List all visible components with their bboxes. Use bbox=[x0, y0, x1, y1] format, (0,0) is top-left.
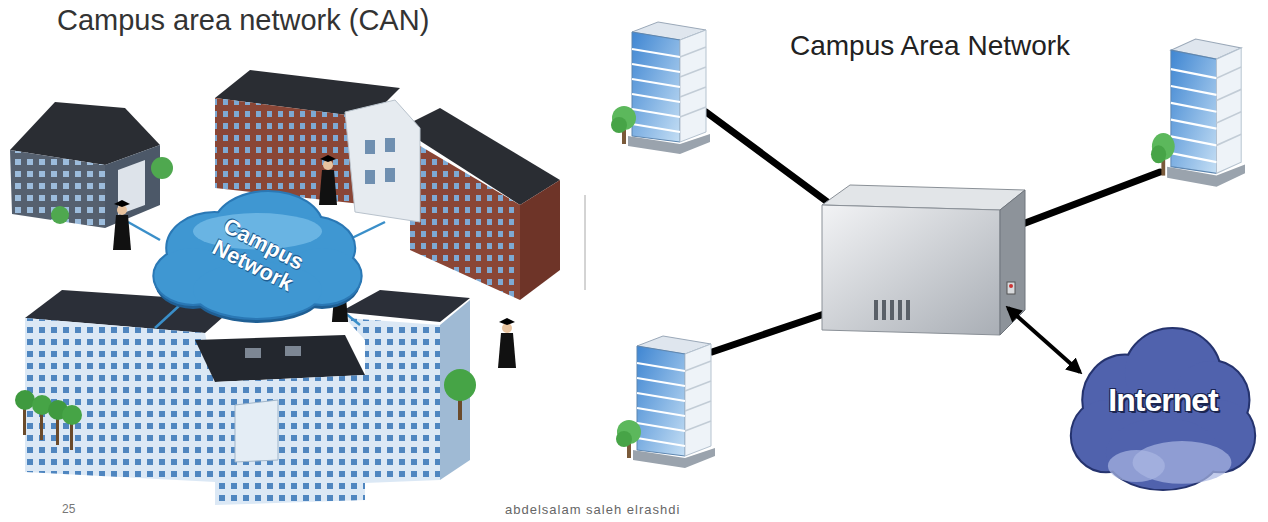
building-link bbox=[712, 312, 830, 352]
network-heading: Campus Area Network bbox=[790, 30, 1070, 62]
campus-link bbox=[352, 222, 385, 238]
window bbox=[365, 170, 375, 184]
wing-wall bbox=[345, 318, 440, 483]
server-icon bbox=[822, 185, 1025, 335]
campus-link bbox=[128, 222, 160, 240]
server-front bbox=[822, 205, 1000, 335]
internet-label: Internet bbox=[1108, 383, 1217, 418]
tree bbox=[151, 157, 173, 179]
page-number: 25 bbox=[62, 503, 75, 517]
skylight bbox=[245, 348, 261, 358]
wing-side bbox=[520, 180, 560, 300]
cloud-text-area: Internet bbox=[1068, 320, 1258, 498]
campus-link bbox=[155, 305, 180, 328]
server-led bbox=[1009, 284, 1013, 288]
author-name: abdelsalam saleh elrashdi bbox=[505, 503, 680, 518]
hall-building bbox=[10, 102, 173, 228]
entrance bbox=[235, 400, 278, 462]
graduate bbox=[319, 155, 337, 205]
trees bbox=[15, 369, 476, 450]
internet-cloud: Internet bbox=[1068, 320, 1258, 498]
window bbox=[385, 138, 395, 152]
vent bbox=[874, 300, 878, 320]
graduate bbox=[113, 200, 131, 250]
building-links bbox=[706, 112, 1160, 352]
cloud-highlight bbox=[1108, 441, 1232, 484]
building-icon bbox=[616, 336, 715, 468]
cloud-outline bbox=[154, 192, 360, 318]
vent bbox=[906, 300, 910, 320]
vent bbox=[882, 300, 886, 320]
divider bbox=[585, 195, 586, 290]
skylight bbox=[285, 346, 301, 356]
cloud-glow bbox=[1108, 450, 1165, 482]
side-wall bbox=[105, 145, 160, 228]
tree bbox=[15, 390, 35, 410]
window bbox=[365, 140, 375, 154]
vent bbox=[890, 300, 894, 320]
front-wall bbox=[25, 318, 215, 482]
campus-network-label: Campus Network bbox=[202, 211, 313, 300]
cloud-shadow bbox=[154, 197, 360, 323]
cloud-outline bbox=[1072, 329, 1254, 489]
building-link bbox=[1012, 172, 1160, 228]
tree bbox=[62, 405, 82, 425]
front-wall bbox=[10, 150, 105, 228]
server-vents bbox=[874, 300, 910, 320]
slide-title: Campus area network (CAN) bbox=[57, 4, 429, 37]
entrance-tower bbox=[345, 100, 420, 222]
tree bbox=[444, 369, 476, 401]
middle-wall bbox=[215, 375, 365, 505]
building-link bbox=[706, 112, 845, 215]
building-icon bbox=[1151, 39, 1245, 187]
cloud-text-area: Campus Network bbox=[150, 185, 365, 325]
wing-wall bbox=[410, 140, 520, 300]
cloud-fill bbox=[154, 192, 360, 318]
tree bbox=[51, 206, 69, 224]
internet-arrow bbox=[1008, 308, 1080, 372]
cloud-fill bbox=[1072, 329, 1254, 489]
server-button bbox=[1007, 282, 1015, 294]
building-icon bbox=[611, 22, 710, 154]
window bbox=[385, 168, 395, 182]
graduate bbox=[498, 318, 516, 368]
campus-network-cloud: Campus Network bbox=[150, 185, 365, 325]
roof bbox=[195, 335, 365, 382]
vent bbox=[898, 300, 902, 320]
